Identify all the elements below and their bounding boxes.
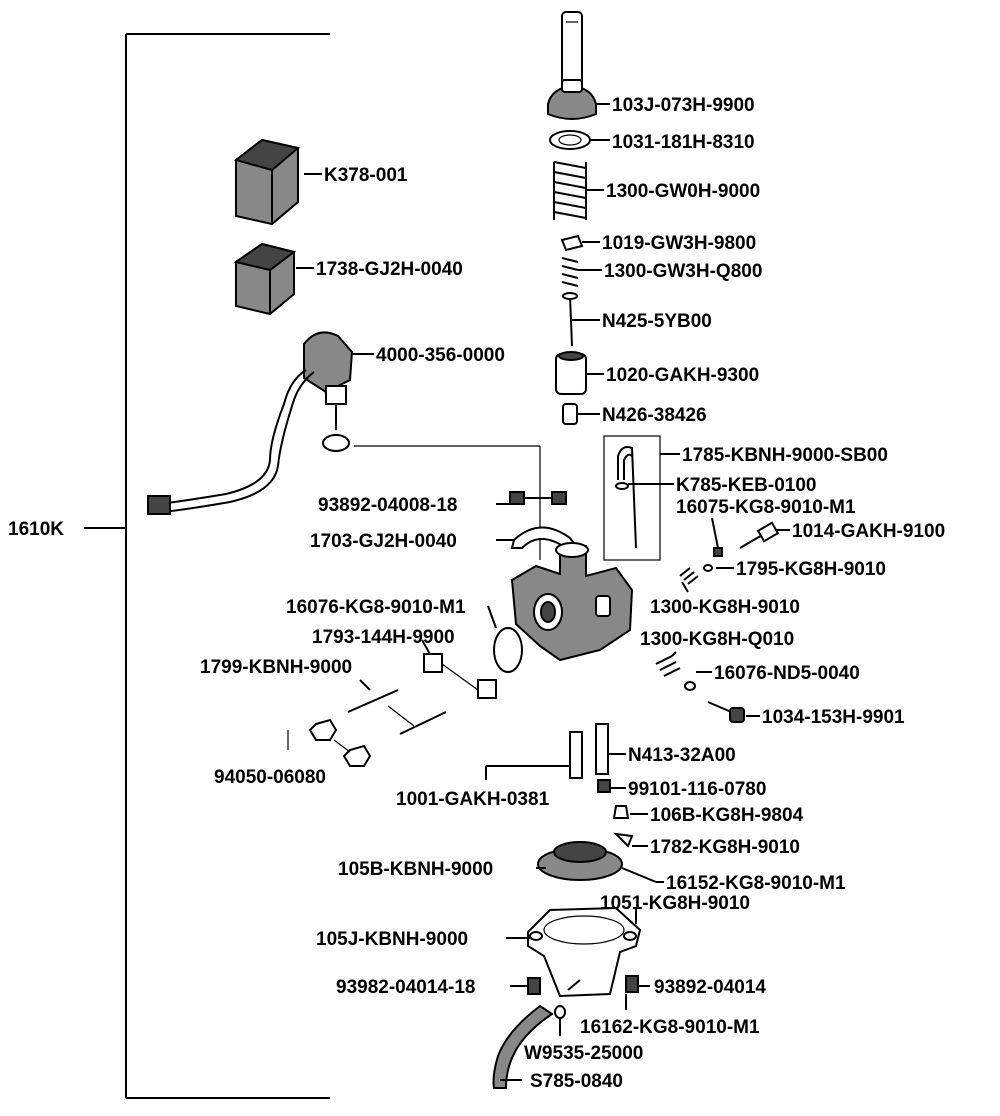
part-label[interactable]: N425-5YB00 [602, 311, 712, 332]
drain-hose-drawing [492, 1004, 554, 1089]
part-label[interactable]: 1785-KBNH-9000-SB00 [682, 445, 888, 466]
nut-lower-drawing [342, 744, 372, 767]
float-bowl-drawing [527, 906, 642, 998]
part-label[interactable]: K785-KEB-0100 [676, 475, 816, 496]
float-pin-clip-drawing [613, 832, 634, 848]
float-drawing [537, 841, 623, 881]
float-pin-drawing [621, 867, 657, 883]
part-label[interactable]: 1703-GJ2H-0040 [310, 531, 457, 552]
body-gasket-drawing [493, 627, 523, 673]
jet-needle-drawing [569, 295, 573, 347]
top-cap-drawing [547, 84, 597, 120]
part-label[interactable]: 1795-KG8H-9010 [736, 559, 886, 580]
part-label[interactable]: S785-0840 [530, 1071, 623, 1092]
part-label[interactable]: 1014-GAKH-9100 [792, 521, 945, 542]
assembly-bracket [84, 33, 330, 1099]
plate-upper-drawing [423, 653, 443, 673]
cover-k378-drawing [233, 138, 301, 226]
part-label[interactable]: 94050-06080 [214, 767, 326, 788]
spring-1300-drawing [679, 567, 699, 585]
part-labels: 103J-073H-9900 1031-181H-8310 K378-001 1… [200, 95, 945, 1092]
fuel-pipe-drawing [603, 435, 661, 561]
part-label[interactable]: 99101-116-0780 [628, 779, 766, 800]
small-washer-drawing [713, 547, 723, 557]
part-label[interactable]: 16162-KG8-9010-M1 [580, 1017, 760, 1038]
float-valve-drawing [612, 805, 630, 819]
nut-upper-drawing [308, 718, 338, 741]
washer-drawing [549, 130, 591, 150]
needle-jet-holder-drawing [562, 403, 578, 425]
part-label[interactable]: 1738-GJ2H-0040 [316, 259, 463, 280]
part-label[interactable]: W9535-25000 [524, 1043, 643, 1064]
part-label[interactable]: 1799-KBNH-9000 [200, 657, 352, 678]
bowl-screw-right-drawing [625, 975, 639, 993]
part-label[interactable]: 105B-KBNH-9000 [338, 859, 493, 880]
part-label[interactable]: 16075-KG8-9010-M1 [676, 497, 856, 518]
part-label[interactable]: 93892-04014 [654, 977, 766, 998]
cable-sleeve-drawing [561, 11, 583, 87]
idle-screw-drawing [707, 701, 745, 723]
main-jet-drawing [595, 723, 609, 775]
part-label[interactable]: 93982-04014-18 [336, 977, 475, 998]
part-label[interactable]: 1001-GAKH-0381 [396, 789, 550, 810]
clamp-screws-drawing [509, 491, 567, 505]
part-label[interactable]: 4000-356-0000 [376, 345, 505, 366]
part-label[interactable]: 16152-KG8-9010-M1 [666, 873, 846, 894]
part-label[interactable]: 1019-GW3H-9800 [602, 233, 756, 254]
stud-left-drawing [347, 689, 399, 713]
leader-lines [296, 103, 790, 1081]
pilot-jet-drawing [569, 731, 583, 779]
part-label[interactable]: 1793-144H-9900 [312, 627, 455, 648]
part-label[interactable]: 1300-GW0H-9000 [606, 181, 760, 202]
small-spring-drawing [561, 257, 579, 287]
part-label[interactable]: 1034-153H-9901 [762, 707, 905, 728]
part-label[interactable]: 1300-KG8H-9010 [650, 597, 800, 618]
adjust-screw-drawing [739, 521, 780, 549]
cover-1738-drawing [233, 242, 297, 316]
part-label[interactable]: 1782-KG8H-9010 [650, 837, 800, 858]
plate-lower-drawing [477, 679, 497, 699]
part-label[interactable]: 1051-KG8H-9010 [600, 893, 750, 914]
carburetor-body-drawing [510, 542, 634, 662]
part-label[interactable]: 1300-KG8H-Q010 [640, 629, 794, 650]
part-label[interactable]: 16076-ND5-0040 [714, 663, 860, 684]
part-label[interactable]: 93892-04008-18 [318, 495, 457, 516]
choke-o-ring-drawing [322, 434, 350, 452]
assembly-label[interactable]: 1610K [8, 519, 64, 540]
part-label[interactable]: 16076-KG8-9010-M1 [286, 597, 466, 618]
needle-clip-drawing [560, 234, 584, 252]
part-label[interactable]: N426-38426 [602, 405, 707, 426]
part-label[interactable]: 105J-KBNH-9000 [316, 929, 468, 950]
part-label[interactable]: 1031-181H-8310 [612, 132, 755, 153]
spring-q010-drawing [655, 655, 681, 677]
part-label[interactable]: 106B-KG8H-9804 [650, 805, 804, 826]
part-drawings [147, 11, 780, 1089]
throttle-spring-drawing [553, 161, 587, 220]
part-label[interactable]: N413-32A00 [628, 745, 736, 766]
stud-right-drawing [399, 711, 447, 735]
drain-screw-drawing [597, 779, 611, 793]
bowl-screw-left-drawing [527, 977, 541, 995]
part-label[interactable]: 1020-GAKH-9300 [606, 365, 759, 386]
part-label[interactable]: 103J-073H-9900 [612, 95, 755, 116]
auto-choke-drawing [147, 331, 354, 515]
part-label[interactable]: K378-001 [324, 165, 408, 186]
hose-clip-drawing [554, 1005, 566, 1019]
part-label[interactable]: 1300-GW3H-Q800 [604, 261, 762, 282]
